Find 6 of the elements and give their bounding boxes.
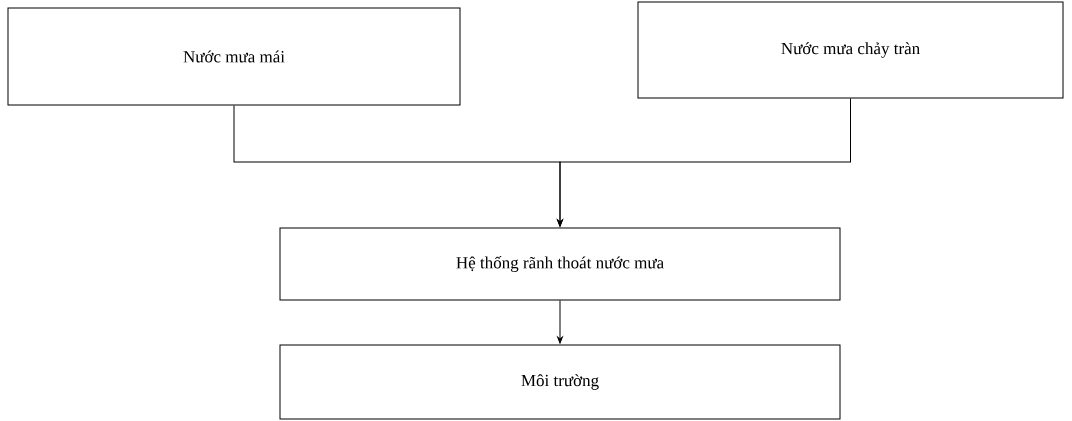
process-box: Nước mưa chảy tràn xyxy=(637,1,1064,99)
arrow xyxy=(557,98,851,227)
process-box: Môi trường xyxy=(279,344,841,420)
arrow xyxy=(557,300,563,344)
process-box: Nước mưa mái xyxy=(7,7,461,106)
process-box: Hệ thống rãnh thoát nước mưa xyxy=(279,227,841,301)
